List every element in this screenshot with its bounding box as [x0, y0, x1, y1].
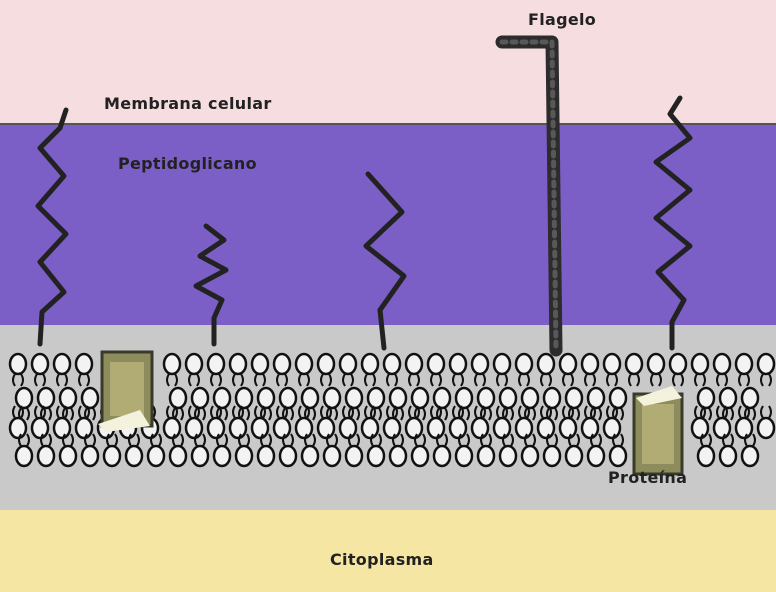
protein-block-icon: [98, 352, 152, 432]
cytoplasm-label: Citoplasma: [330, 550, 434, 569]
cell-membrane-label: Membrana celular: [104, 94, 272, 113]
flagellum-label: Flagelo: [528, 10, 596, 29]
protein-label: Proteína: [608, 468, 687, 487]
protein-block-icon: [634, 386, 682, 474]
peptidoglycan-label: Peptidoglicano: [118, 154, 257, 173]
